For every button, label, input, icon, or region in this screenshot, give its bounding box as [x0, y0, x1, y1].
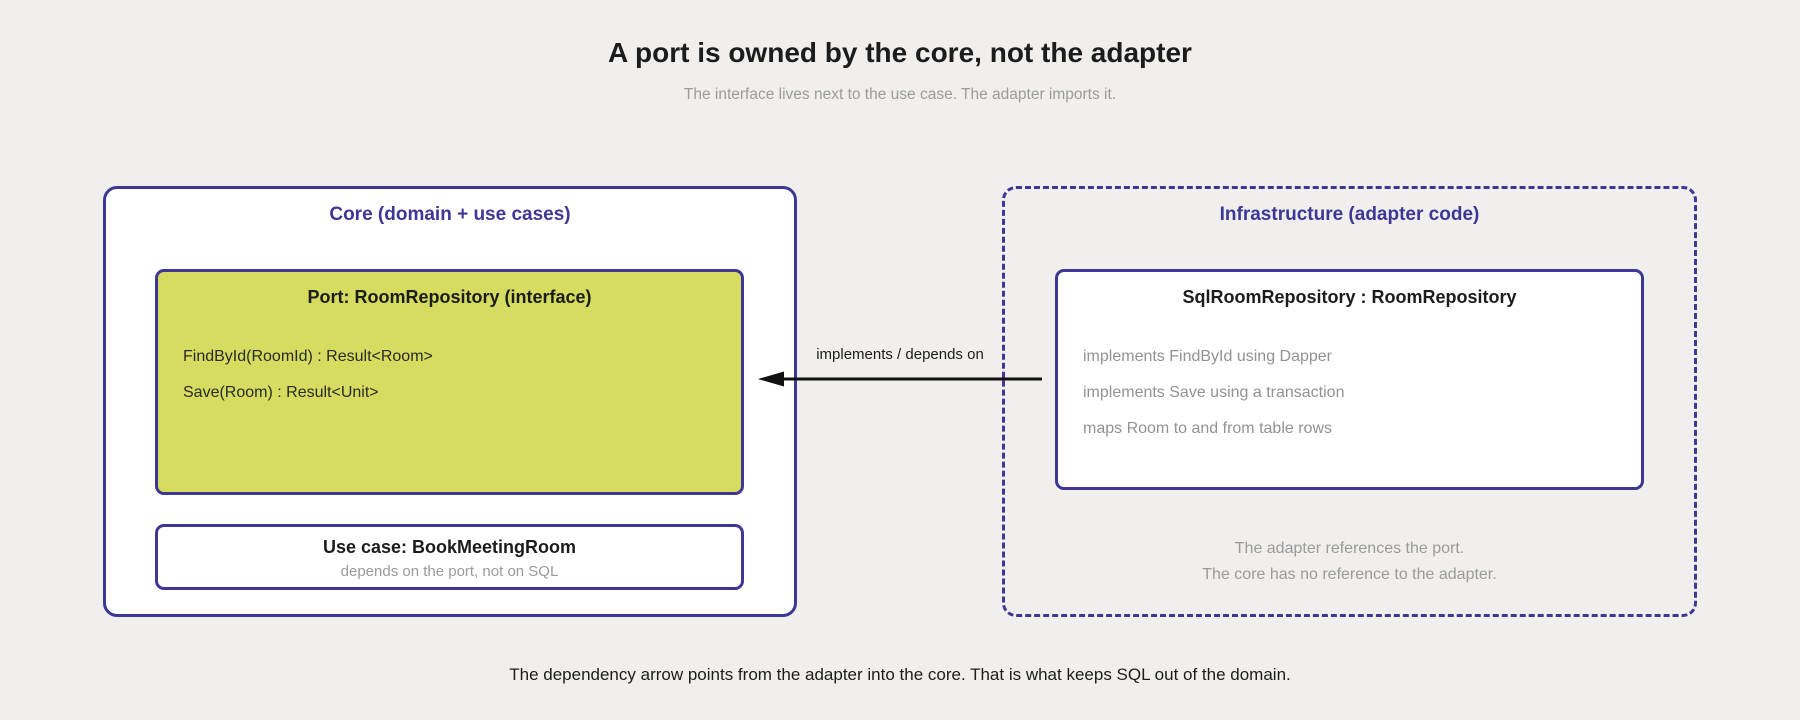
core-box-header: Core (domain + use cases) — [329, 204, 571, 225]
infrastructure-notes: The adapter references the port. The cor… — [1002, 536, 1697, 588]
port-title: Port: RoomRepository (interface) — [307, 287, 592, 307]
page-title: A port is owned by the core, not the ada… — [608, 37, 1192, 68]
footer-caption: The dependency arrow points from the ada… — [509, 665, 1291, 684]
adapter-title: SqlRoomRepository : RoomRepository — [1182, 287, 1517, 307]
dependency-arrow-label: implements / depends on — [816, 346, 984, 363]
adapter-detail-save: implements Save using a transaction — [1083, 384, 1345, 401]
infrastructure-note-1: The adapter references the port. — [1234, 540, 1465, 557]
port-box: Port: RoomRepository (interface) FindByI… — [155, 269, 744, 495]
infrastructure-note-2: The core has no reference to the adapter… — [1202, 566, 1497, 583]
page-subtitle: The interface lives next to the use case… — [683, 86, 1117, 103]
infrastructure-box-header: Infrastructure (adapter code) — [1219, 204, 1480, 225]
adapter-box: SqlRoomRepository : RoomRepository imple… — [1055, 269, 1644, 490]
dependency-arrow-icon — [758, 371, 1042, 387]
adapter-detail-mapping: maps Room to and from table rows — [1083, 420, 1332, 437]
usecase-box: Use case: BookMeetingRoom depends on the… — [155, 524, 744, 590]
port-method-findbyid: FindById(RoomId) : Result<Room> — [183, 348, 433, 365]
port-method-save: Save(Room) : Result<Unit> — [183, 384, 379, 401]
usecase-title: Use case: BookMeetingRoom — [322, 537, 577, 557]
adapter-detail-findbyid: implements FindById using Dapper — [1083, 348, 1333, 365]
usecase-subtitle: depends on the port, not on SQL — [340, 563, 559, 580]
infrastructure-box: Infrastructure (adapter code) — [1002, 186, 1697, 617]
